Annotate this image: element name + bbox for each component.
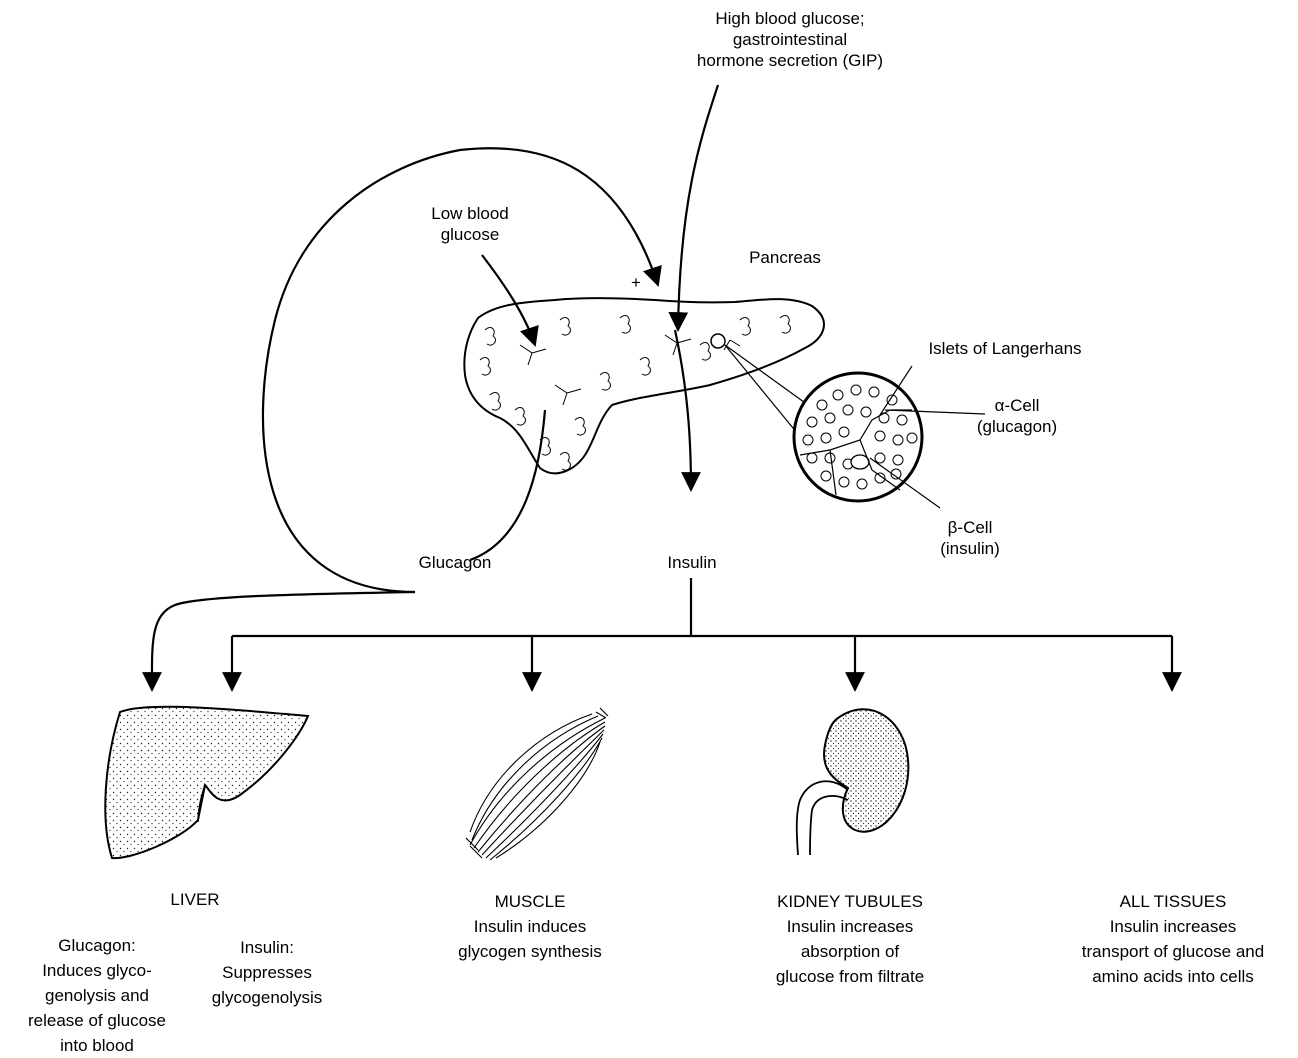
islets-label: Islets of Langerhans	[900, 338, 1110, 359]
pancreas-illustration	[464, 298, 824, 473]
low-glucose-label: Low blood glucose	[410, 203, 530, 245]
liver-insulin-effect: Insulin: Suppresses glycogenolysis	[192, 935, 342, 1010]
all-tissues-title: ALL TISSUES	[1050, 889, 1296, 914]
muscle-title: MUSCLE	[420, 889, 640, 914]
muscle-block: MUSCLE Insulin induces glycogen synthesi…	[420, 889, 640, 964]
liver-glucagon-effect: Glucagon: Induces glyco- genolysis and r…	[2, 933, 192, 1058]
insulin-label: Insulin	[646, 552, 738, 573]
alpha-cell-label: α-Cell (glucagon)	[962, 395, 1072, 437]
liver-illustration	[105, 707, 308, 858]
glucagon-label: Glucagon	[400, 552, 510, 573]
high-glucose-label: High blood glucose; gastrointestinal hor…	[660, 8, 920, 71]
muscle-illustration	[466, 708, 608, 860]
liver-title: LIVER	[140, 889, 250, 910]
islet-illustration	[725, 345, 985, 508]
kidney-block: KIDNEY TUBULES Insulin increases absorpt…	[740, 889, 960, 989]
insulin-distribution-arrows	[232, 578, 1172, 690]
beta-cell-label: β-Cell (insulin)	[915, 517, 1025, 559]
plus-sign: +	[626, 272, 646, 293]
kidney-title: KIDNEY TUBULES	[740, 889, 960, 914]
all-tissues-block: ALL TISSUES Insulin increases transport …	[1050, 889, 1296, 989]
pancreas-label: Pancreas	[730, 247, 840, 268]
kidney-illustration	[797, 709, 909, 855]
